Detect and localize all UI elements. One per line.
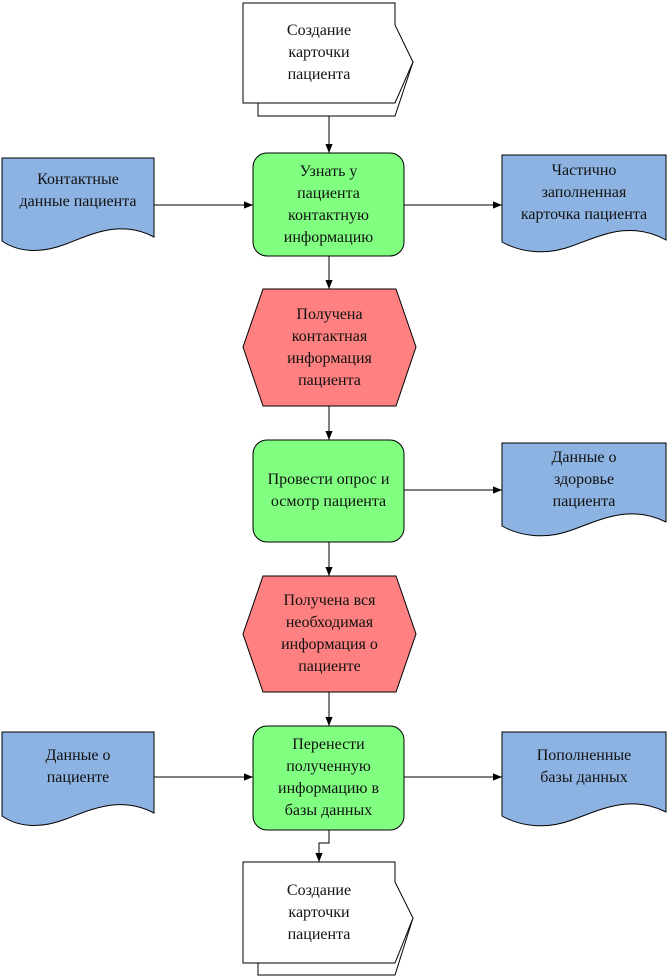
- doc-partial-card-shape: [501, 154, 667, 253]
- doc-db-out-shape: [501, 731, 667, 827]
- contact-function-label: Узнать у пациента контактную информацию: [283, 162, 374, 246]
- patient-data-document-label: Данные о пациенте: [45, 747, 111, 786]
- db-function-label: Перенести полученную информацию в базы д…: [278, 736, 379, 819]
- contact-data-document-label: Контактные данные пациента: [19, 171, 137, 210]
- contact-event-label: Получена контактная информация пациента: [287, 305, 372, 389]
- end-interface-label: Создание карточки пациента: [286, 881, 352, 943]
- exam-function-label: Провести опрос и осмотр пациента: [267, 471, 390, 510]
- doc-health-shape: [501, 442, 667, 537]
- all-info-event-label: Получена вся необходимая информация о па…: [281, 592, 378, 675]
- start-interface-shape: [242, 2, 414, 117]
- doc-patient-in-shape: [1, 731, 155, 826]
- event-contact-shape: [242, 288, 417, 407]
- end-interface-shape: [242, 861, 414, 976]
- health-data-document-label: Данные о здоровье пациента: [551, 449, 617, 510]
- partial-card-document-label: Частично заполненная карточка пациента: [520, 162, 648, 223]
- doc-contact-in-shape: [1, 157, 155, 251]
- start-interface-label: Создание карточки пациента: [286, 22, 352, 83]
- db-out-document-label: Пополненные базы данных: [536, 747, 632, 786]
- event-all-info-shape: [242, 575, 417, 693]
- arrow-db-to-end: [315, 830, 330, 862]
